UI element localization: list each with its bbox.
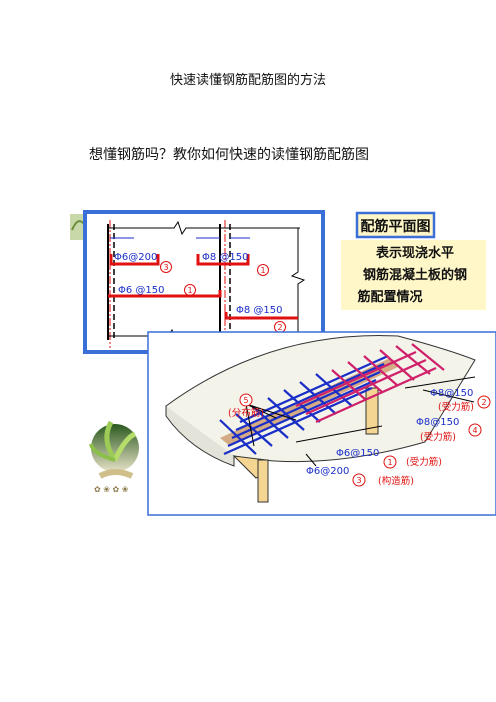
callout-2 [477, 395, 491, 409]
plan-view: Φ6@200 3 Φ8 @150 1 Φ6 @150 1 Φ8 @150 2 [83, 210, 325, 354]
page-subtitle: 想懂钢筋吗？教你如何快速的读懂钢筋配筋图 [89, 147, 369, 163]
callout-5-text: (分布筋) [228, 407, 264, 419]
plant-image: ✿ ❀ ✿ ❀ [89, 420, 139, 494]
callout-1-num: 1 [387, 458, 392, 467]
callout-3 [352, 473, 366, 487]
plan-label-2: Φ8 @150 [236, 305, 283, 316]
plan-label-1: Φ6 @150 [118, 285, 165, 296]
plan-rebar-1: Φ6 @150 1 [108, 284, 222, 298]
description-line-1: 表示现浇水平 [375, 245, 454, 261]
callout-5-num: 5 [243, 396, 248, 405]
callout-1-code: Φ6@150 [336, 448, 379, 459]
plan-label-3: Φ6@200 [114, 252, 157, 263]
plan-rebar-3: Φ6@200 3 [109, 252, 172, 273]
blue-rebars [219, 354, 389, 456]
callout-4-num: 4 [472, 426, 477, 435]
callout-4-code: Φ8@150 [416, 417, 459, 428]
support-beam [257, 459, 269, 503]
plan-num-1: 1 [187, 286, 192, 295]
red-rebars [295, 343, 445, 424]
plan-label-box: 配筋平面图 [355, 211, 436, 239]
callout-2-num: 2 [481, 398, 486, 407]
callout-5 [239, 393, 253, 407]
plan-num-2: 2 [277, 323, 282, 332]
plan-num-3: 3 [163, 263, 168, 272]
description-line-2: 钢筋混凝土板的钢 [363, 267, 467, 283]
rebar-figure: ✿ ❀ ✿ ❀ Φ6@200 3 Φ8 @150 1 [70, 210, 496, 516]
callout-1 [383, 455, 397, 469]
callout-3-num: 3 [356, 476, 361, 485]
slab-break [290, 228, 306, 336]
plan-label-4: Φ8 @150 [202, 252, 249, 263]
description-box: 表示现浇水平 钢筋混凝土板的钢 筋配置情况 [341, 240, 486, 310]
callout-2-code: Φ8@150 [430, 388, 473, 399]
plan-num-4: 1 [260, 266, 265, 275]
slab-edge [108, 220, 300, 236]
callout-3-code: Φ6@200 [306, 466, 349, 477]
callout-3-text: (构造筋) [378, 475, 414, 487]
rebar-diagram-svg: ✿ ❀ ✿ ❀ Φ6@200 3 Φ8 @150 1 [70, 210, 496, 516]
isometric-view: 5 (分布筋) Φ8@150 2 (受力筋) Φ8@150 4 (受力筋) Φ6… [147, 331, 496, 516]
leader-lines [245, 376, 476, 467]
callout-4 [468, 423, 482, 437]
svg-text:✿ ❀ ✿ ❀: ✿ ❀ ✿ ❀ [94, 485, 129, 494]
callout-4-text: (受力筋) [420, 431, 456, 443]
description-line-3: 筋配置情况 [356, 289, 422, 305]
plan-rebar-4: Φ8 @150 1 [196, 252, 269, 276]
plan-title-label: 配筋平面图 [361, 218, 431, 235]
page-title: 快速读懂钢筋配筋图的方法 [169, 73, 326, 88]
callout-2-text: (受力筋) [438, 401, 474, 413]
callout-1-text: (受力筋) [406, 456, 442, 468]
